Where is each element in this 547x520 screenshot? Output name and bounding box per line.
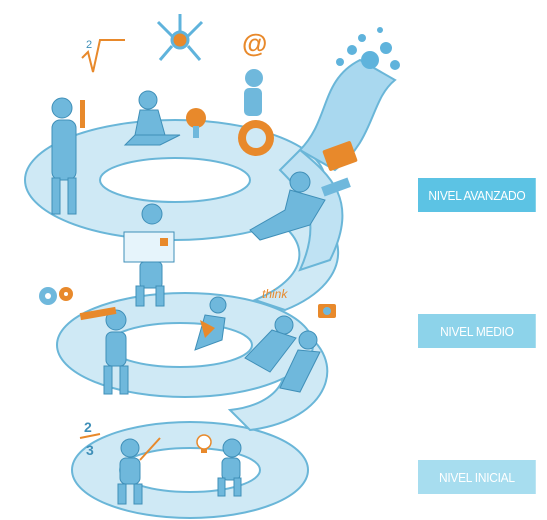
figure-reading: [123, 203, 175, 307]
root-index: 2: [86, 39, 92, 51]
laptop-icon: [321, 141, 358, 197]
gears-icon: [39, 287, 73, 305]
figure-flying: [249, 171, 326, 241]
fraction-denominator: 3: [86, 442, 94, 458]
lightbulb-icon: [196, 434, 212, 453]
camera-icon: [318, 304, 336, 318]
splash-bubbles: [336, 27, 400, 70]
fraction-icon: 2 3: [79, 419, 101, 458]
figure-telescope: [79, 306, 129, 395]
figure-painting: [117, 437, 161, 505]
spiral-ribbon: [24, 58, 397, 519]
fraction-numerator: 2: [84, 419, 92, 435]
nivel-avanzado-button[interactable]: NIVEL AVANZADO: [418, 178, 536, 212]
figure-scientist: [51, 97, 85, 215]
neuron-icon: [156, 14, 204, 61]
nivel-inicial-button[interactable]: NIVEL INICIAL: [418, 460, 536, 494]
figure-stretching: [279, 330, 321, 393]
nivel-medio-button[interactable]: NIVEL MEDIO: [418, 314, 536, 348]
figure-sitting-middle: [194, 296, 227, 351]
at-icon: @: [242, 28, 267, 58]
figure-lying: [244, 315, 297, 373]
figure-wheelchair: [238, 69, 274, 156]
figure-child: [217, 438, 242, 497]
figure-sitting-top: [123, 90, 181, 146]
think-label: think: [262, 287, 288, 301]
globe-icon: [186, 108, 206, 138]
square-root-icon: [81, 39, 125, 73]
